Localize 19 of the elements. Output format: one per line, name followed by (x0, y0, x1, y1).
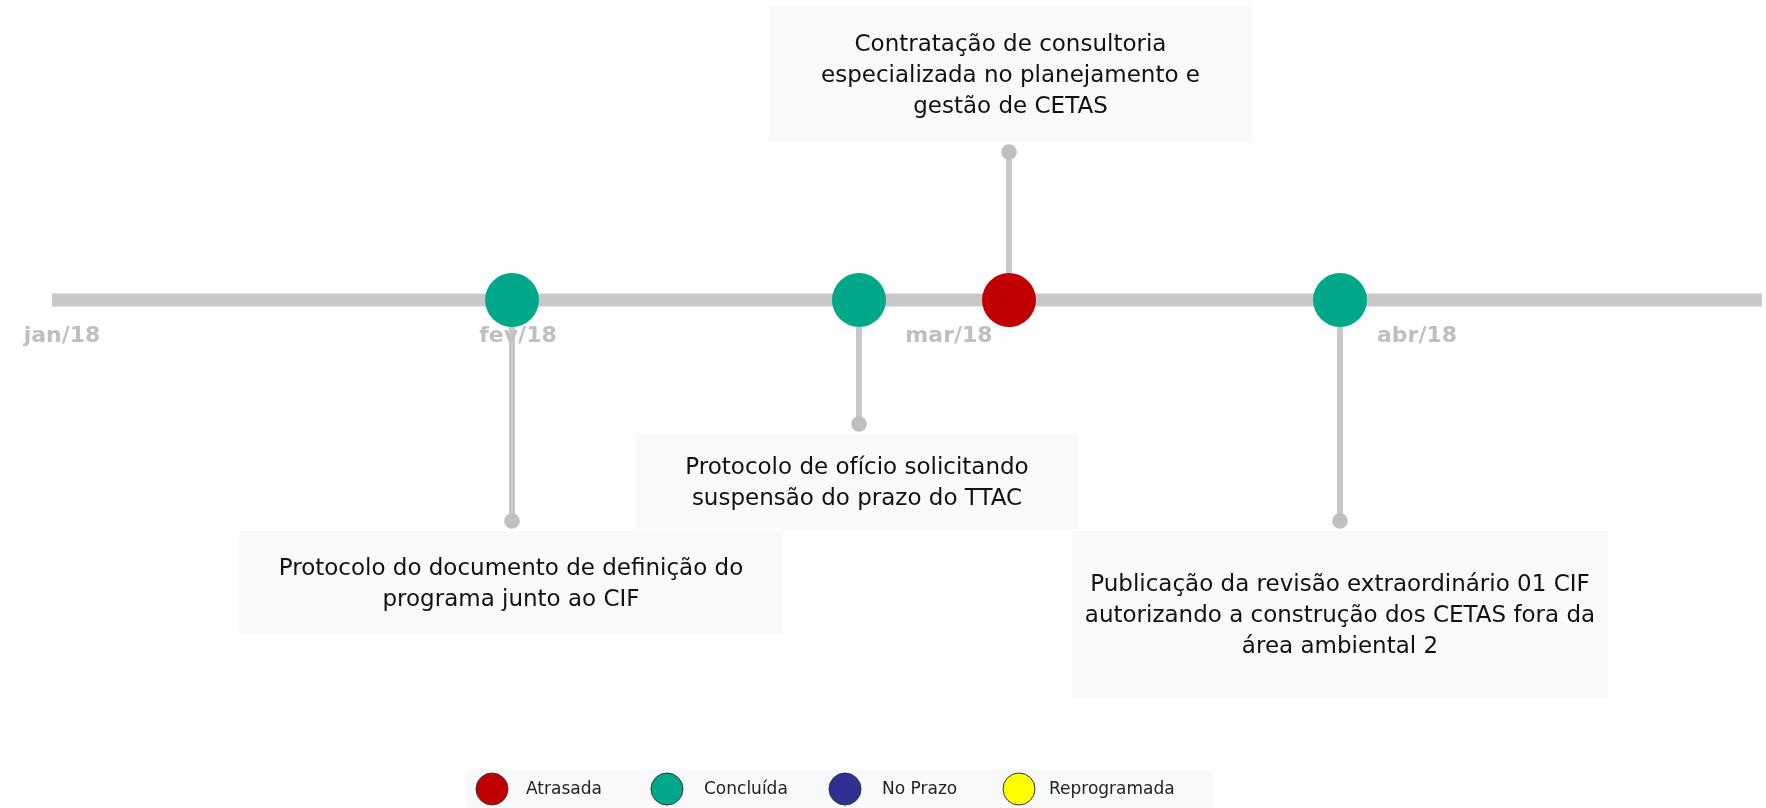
legend-label: Atrasada (526, 778, 602, 798)
connector-line (504, 327, 520, 529)
milestone-circle (982, 273, 1036, 327)
legend-label: Reprogramada (1049, 778, 1175, 798)
milestone-text: Contratação de consultoria especializada no planejamento e gestão de CETAS (820, 28, 1201, 120)
milestone-text: Publicação da revisão extraordinário 01 CIF autorizando a construção dos CETAS fora da área ambiental 2 (1083, 569, 1597, 660)
legend-label: No Prazo (882, 778, 958, 798)
month-label: mar/18 (905, 322, 993, 347)
milestone-text: Protocolo do documento de definição do programa junto ao CIF (277, 552, 745, 613)
milestone-text: Protocolo de ofício solicitando suspensão do prazo do TTAC (684, 451, 1030, 512)
milestone-circle (485, 273, 539, 327)
legend-label: Concluída (704, 778, 788, 798)
connector-line (1332, 327, 1348, 529)
month-label: jan/18 (23, 322, 101, 347)
connector-line (851, 327, 867, 432)
milestone-circle (832, 273, 886, 327)
connector-line (1001, 144, 1017, 273)
milestone-circle (1313, 273, 1367, 327)
month-label: abr/18 (1376, 322, 1458, 347)
